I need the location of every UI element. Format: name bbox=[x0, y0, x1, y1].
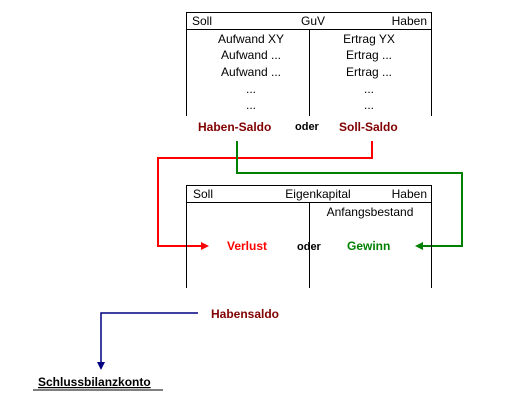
navy-connector-to-schlussbilanzkonto bbox=[100, 312, 198, 363]
guv-haben-label: Haben bbox=[392, 14, 427, 28]
ek-haben-label: Haben bbox=[392, 187, 427, 201]
ek-soll-label: Soll bbox=[193, 187, 213, 201]
habensaldo-label: Habensaldo bbox=[211, 307, 279, 321]
guv-right-row: Ertrag ... bbox=[346, 48, 392, 62]
guv-left-row: ... bbox=[246, 82, 256, 96]
guv-right-row: ... bbox=[364, 82, 374, 96]
guv-title: GuV bbox=[301, 14, 325, 28]
saldo-oder-label: oder bbox=[295, 121, 320, 133]
navy-arrowhead bbox=[97, 362, 105, 370]
verlust-label: Verlust bbox=[227, 239, 267, 253]
guv-soll-label: Soll bbox=[192, 14, 212, 28]
soll-saldo-label: Soll-Saldo bbox=[339, 120, 398, 134]
haben-saldo-label: Haben-Saldo bbox=[198, 120, 271, 134]
guv-left-row: ... bbox=[246, 98, 256, 112]
guv-right-row: ... bbox=[364, 98, 374, 112]
guv-left-row: Aufwand ... bbox=[221, 48, 281, 62]
green-arrowhead bbox=[415, 242, 423, 250]
guv-left-row: Aufwand ... bbox=[221, 65, 281, 79]
red-arrowhead bbox=[201, 242, 209, 250]
guv-account: Soll GuV Haben Aufwand XY Aufwand ... Au… bbox=[186, 12, 432, 116]
ek-header-box bbox=[186, 185, 432, 203]
guv-left-row: Aufwand XY bbox=[218, 32, 284, 46]
ek-oder-label: oder bbox=[297, 241, 322, 253]
gewinn-label: Gewinn bbox=[347, 239, 390, 253]
guv-right-row: Ertrag YX bbox=[343, 32, 395, 46]
guv-header-box bbox=[186, 12, 432, 30]
eigenkapital-account: Soll Eigenkapital Haben Anfangsbestand V… bbox=[186, 185, 432, 288]
anfangsbestand-label: Anfangsbestand bbox=[327, 205, 414, 219]
green-connector-haben-saldo-to-gewinn bbox=[236, 141, 463, 247]
ek-title: Eigenkapital bbox=[285, 187, 350, 201]
guv-right-row: Ertrag ... bbox=[346, 65, 392, 79]
schlussbilanzkonto-label: Schlussbilanzkonto bbox=[38, 375, 151, 389]
red-connector-soll-saldo-to-verlust bbox=[157, 141, 373, 247]
